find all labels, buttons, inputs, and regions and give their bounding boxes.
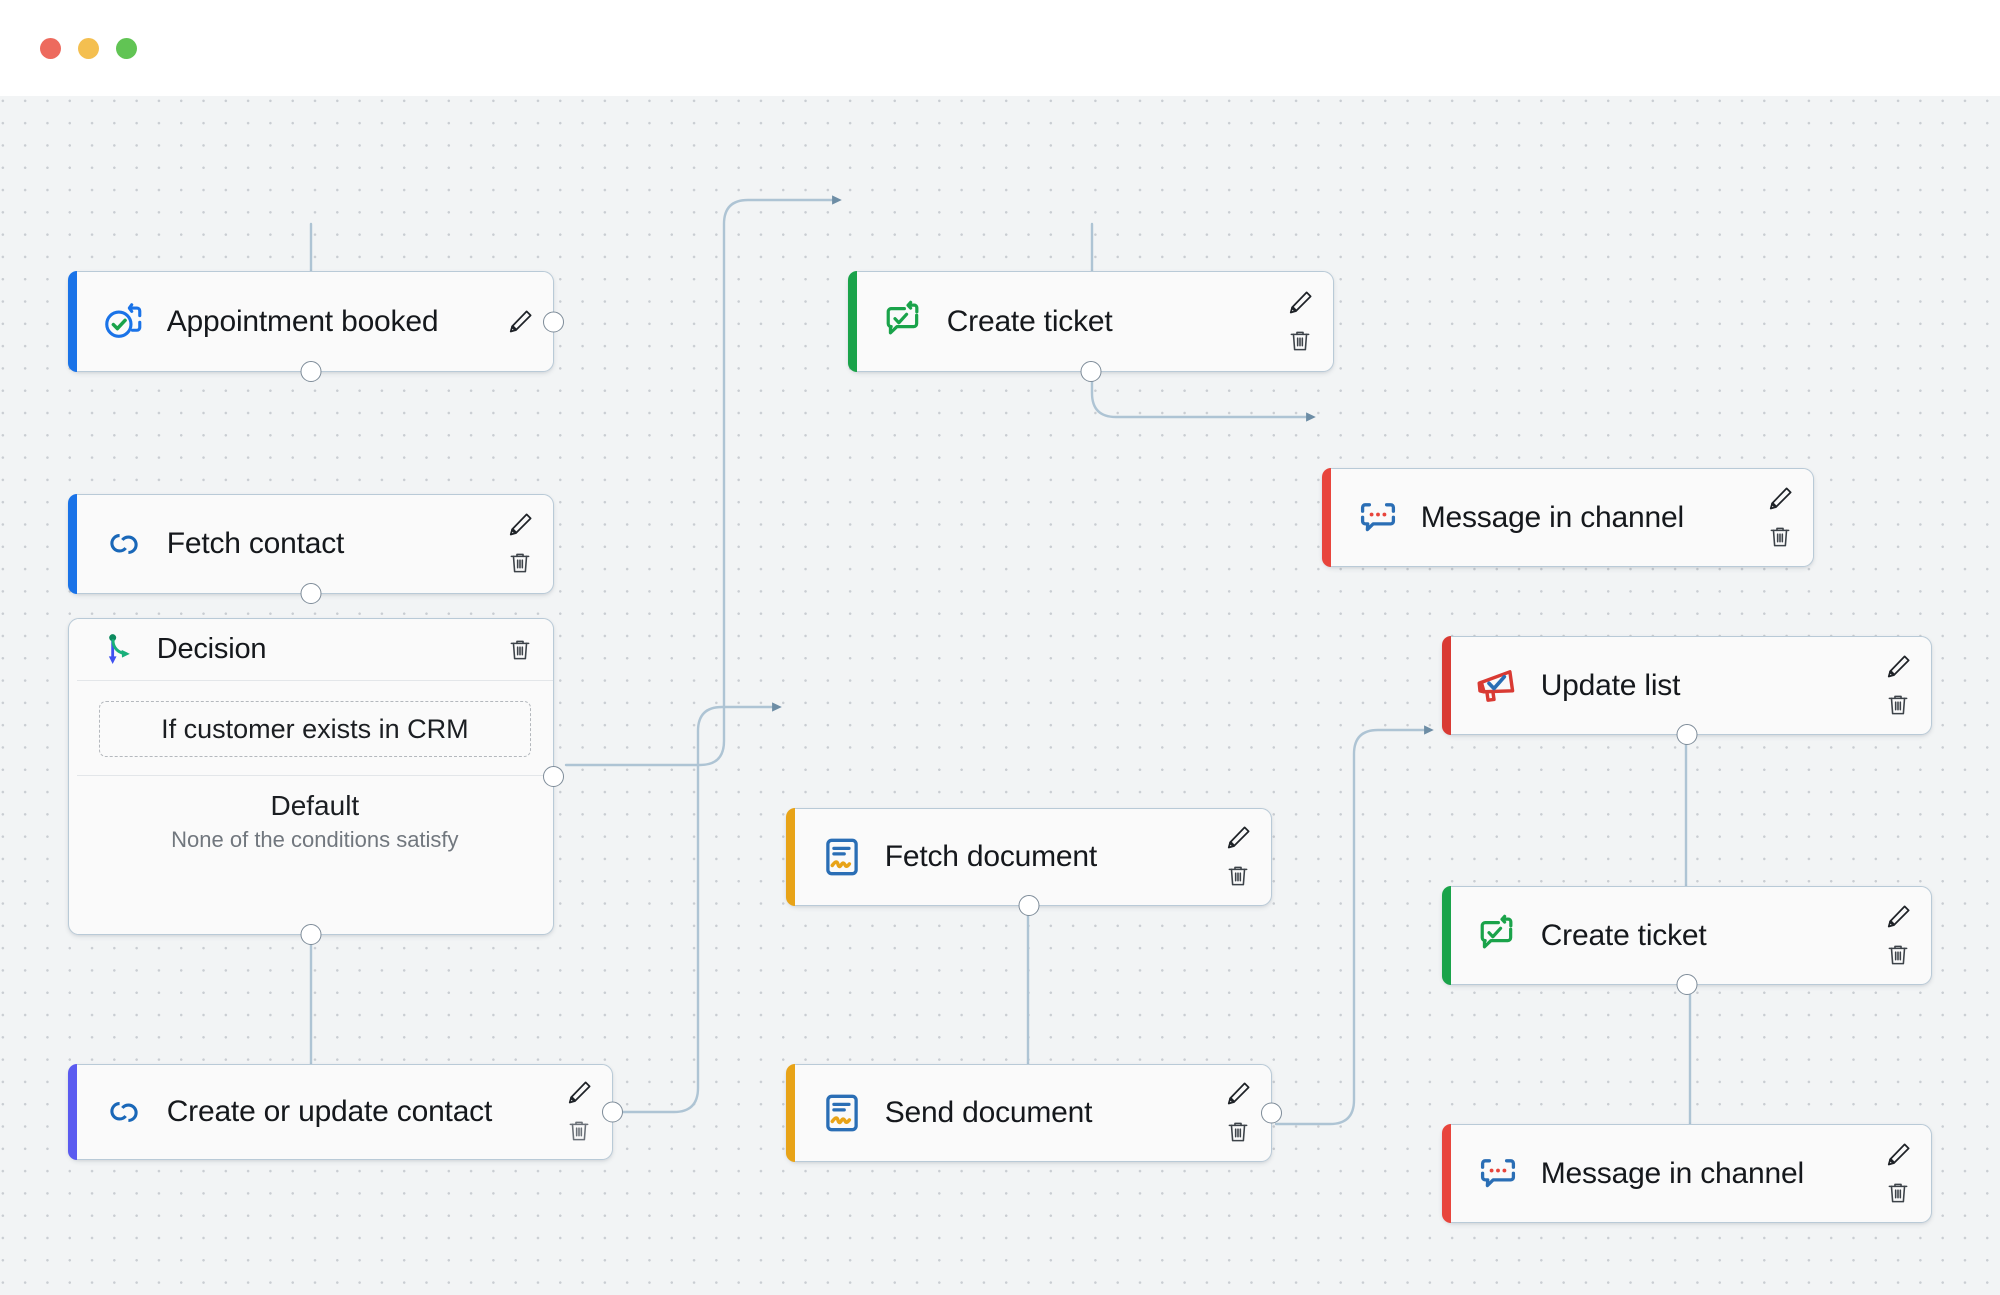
node-accent-bar	[847, 270, 857, 373]
delete-node-button[interactable]	[1283, 324, 1317, 358]
edge-createupdatecontact-to-fetchdocument	[619, 702, 782, 1114]
edit-node-button[interactable]	[1881, 1138, 1915, 1172]
output-port-right[interactable]	[602, 1101, 623, 1123]
node-label: Appointment booked	[166, 304, 439, 338]
delete-node-button[interactable]	[1763, 520, 1797, 554]
node-accent-bar	[785, 1063, 795, 1163]
delete-node-button[interactable]	[503, 546, 537, 580]
output-port-bottom[interactable]	[300, 924, 322, 945]
edge-condition-to-createticket	[564, 195, 842, 767]
default-branch-title: Default	[270, 790, 360, 821]
edit-node-button[interactable]	[1221, 821, 1255, 855]
condition-output-port[interactable]	[543, 766, 564, 787]
output-port-bottom[interactable]	[300, 361, 322, 382]
delete-node-button[interactable]	[1881, 938, 1915, 972]
node-accent-bar	[68, 618, 77, 936]
node-create-ticket-top[interactable]: Create ticket	[847, 270, 1334, 382]
node-label: Create ticket	[1540, 918, 1707, 952]
node-label: Update list	[1540, 668, 1681, 702]
node-accent-bar	[1441, 635, 1451, 736]
edit-node-button[interactable]	[503, 508, 537, 542]
edge-senddocument-to-updatelist	[1274, 725, 1434, 1126]
node-message-in-channel-top[interactable]: Message in channel	[1321, 467, 1814, 568]
node-label: Create or update contact	[166, 1095, 493, 1128]
maximize-window-button[interactable]	[116, 37, 137, 59]
window-titlebar	[0, 0, 2000, 96]
edit-node-button[interactable]	[503, 305, 537, 339]
minimize-window-button[interactable]	[78, 37, 99, 59]
node-create-ticket-bottom[interactable]: Create ticket	[1441, 885, 1932, 995]
node-accent-bar	[785, 807, 795, 907]
ticket-chat-check-icon	[1475, 913, 1521, 959]
edit-node-button[interactable]	[1283, 286, 1317, 320]
node-accent-bar	[67, 493, 77, 595]
edit-node-button[interactable]	[1221, 1077, 1255, 1111]
signed-document-icon	[819, 1090, 865, 1136]
output-port-right[interactable]	[543, 311, 564, 332]
node-accent-bar	[1441, 885, 1451, 986]
delete-node-button[interactable]	[1221, 1115, 1255, 1149]
node-update-list[interactable]: Update list	[1441, 635, 1932, 745]
chat-dots-icon	[1355, 495, 1401, 541]
node-create-or-update-contact[interactable]: Create or update contact	[67, 1063, 623, 1161]
node-fetch-document[interactable]: Fetch document	[785, 807, 1272, 916]
node-accent-bar	[1441, 1123, 1451, 1224]
linked-rings-icon	[101, 1089, 147, 1135]
edit-node-button[interactable]	[1763, 482, 1797, 516]
decision-default-row[interactable]: Default None of the conditions satisfy	[77, 776, 553, 871]
edit-node-button[interactable]	[1881, 650, 1915, 684]
node-accent-bar	[67, 270, 77, 373]
node-label: Fetch document	[884, 840, 1098, 873]
workflow-canvas[interactable]: Appointment booked	[0, 96, 2000, 1295]
node-label: Create ticket	[946, 304, 1113, 338]
node-accent-bar	[1321, 467, 1331, 568]
decision-header[interactable]: Decision	[76, 619, 553, 681]
node-send-document[interactable]: Send document	[785, 1063, 1282, 1163]
condition-chip[interactable]: If customer exists in CRM	[98, 701, 531, 757]
branch-decision-icon	[99, 629, 141, 671]
signed-document-icon	[819, 834, 865, 880]
delete-node-button[interactable]	[1881, 1176, 1915, 1210]
decision-condition-row: If customer exists in CRM	[76, 681, 553, 776]
output-port-bottom[interactable]	[1080, 361, 1102, 382]
edit-node-button[interactable]	[562, 1076, 596, 1110]
appointment-booked-icon	[101, 299, 147, 345]
output-port-bottom[interactable]	[1676, 724, 1698, 745]
delete-node-button[interactable]	[1881, 688, 1915, 722]
delete-node-button[interactable]	[1221, 859, 1255, 893]
node-label: Fetch contact	[166, 527, 345, 560]
delete-node-button[interactable]	[503, 633, 537, 667]
delete-node-button[interactable]	[562, 1114, 596, 1148]
node-label: Message in channel	[1540, 1156, 1804, 1190]
traffic-light-group	[40, 37, 137, 59]
ticket-chat-check-icon	[881, 299, 927, 345]
node-appointment-booked[interactable]: Appointment booked	[67, 270, 564, 382]
node-fetch-contact[interactable]: Fetch contact	[67, 493, 554, 604]
node-decision[interactable]: Decision If customer exists in CRM	[68, 618, 564, 945]
node-label: Message in channel	[1420, 500, 1684, 534]
output-port-bottom[interactable]	[1018, 895, 1040, 916]
close-window-button[interactable]	[40, 37, 61, 59]
output-port-bottom[interactable]	[300, 583, 322, 604]
megaphone-check-icon	[1475, 663, 1521, 709]
node-accent-bar	[67, 1063, 77, 1161]
output-port-right[interactable]	[1261, 1102, 1282, 1124]
edit-node-button[interactable]	[1881, 900, 1915, 934]
linked-rings-icon	[101, 521, 147, 567]
node-label: Send document	[884, 1096, 1093, 1129]
node-label: Decision	[156, 633, 267, 665]
output-port-bottom[interactable]	[1676, 974, 1698, 995]
chat-dots-icon	[1475, 1151, 1521, 1197]
node-message-in-channel-bottom[interactable]: Message in channel	[1441, 1123, 1932, 1224]
default-branch-subtitle: None of the conditions satisfy	[171, 827, 459, 852]
